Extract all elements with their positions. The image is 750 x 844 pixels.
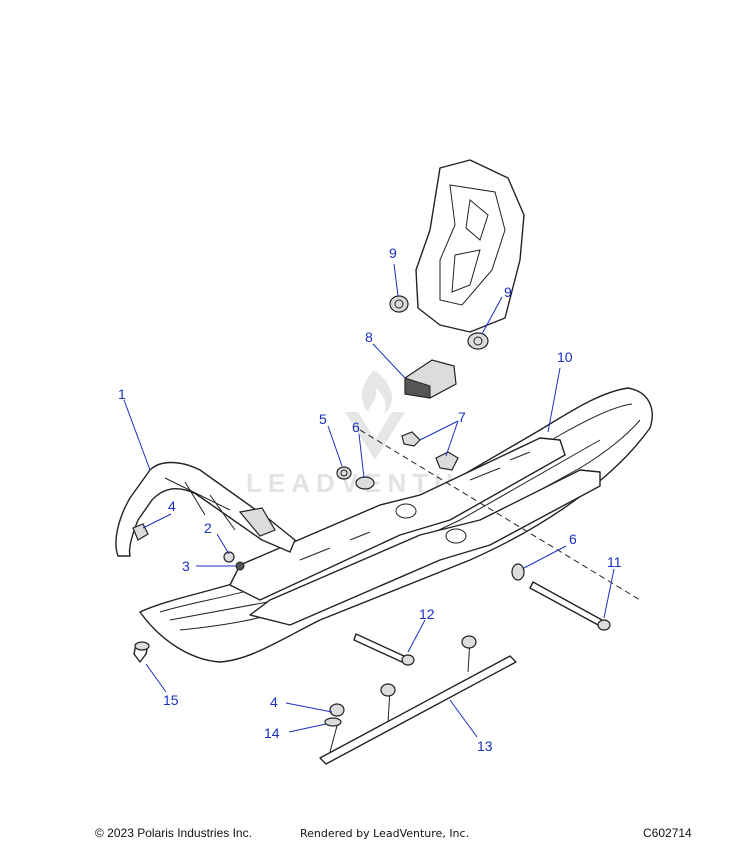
ski-10 [139, 387, 653, 663]
washer-6-upper [355, 476, 375, 490]
nut-5 [336, 466, 352, 480]
nut-3 [235, 561, 245, 571]
callout-15: 15 [163, 692, 179, 708]
runner-13 [319, 635, 517, 765]
callout-2: 2 [204, 520, 212, 536]
callout-6-lower: 6 [569, 531, 577, 547]
washer-6-lower [511, 563, 525, 581]
ski-spindle [415, 159, 525, 333]
axle-path [359, 429, 641, 601]
stop-block-8 [404, 359, 457, 399]
callout-11: 11 [607, 554, 622, 570]
callout-7: 7 [458, 409, 466, 425]
nut-4-upper [132, 523, 149, 541]
callout-4-lower: 4 [270, 694, 278, 710]
rivet-15 [133, 641, 150, 663]
bushing-9-right [467, 332, 489, 350]
bolt-7-left [401, 431, 421, 447]
callout-12: 12 [419, 606, 435, 622]
callout-4-upper: 4 [168, 498, 176, 514]
callout-9-left: 9 [389, 245, 397, 261]
bolt-12 [353, 633, 415, 666]
callout-8: 8 [365, 329, 373, 345]
washer-14 [324, 717, 342, 727]
callout-9-right: 9 [504, 284, 512, 300]
bolt-7-right [435, 451, 459, 471]
callout-10: 10 [557, 349, 573, 365]
rendered-by-text: Rendered by LeadVenture, Inc. [300, 827, 470, 840]
callout-6-upper: 6 [352, 419, 360, 435]
bushing-9-left [389, 295, 409, 313]
callout-1: 1 [118, 386, 126, 402]
washer-2 [223, 551, 235, 563]
callout-labels: 1 2 3 4 4 5 6 6 7 8 9 9 10 11 12 13 14 1… [118, 245, 622, 754]
drawing-id: C602714 [643, 826, 692, 840]
callout-5: 5 [319, 411, 327, 427]
copyright-text: © 2023 Polaris Industries Inc. [95, 826, 252, 840]
bolt-11 [529, 581, 611, 631]
callout-13: 13 [477, 738, 493, 754]
leader-lines [123, 263, 615, 738]
ski-loop-1 [115, 461, 296, 557]
callout-3: 3 [182, 558, 190, 574]
callout-14: 14 [264, 725, 280, 741]
